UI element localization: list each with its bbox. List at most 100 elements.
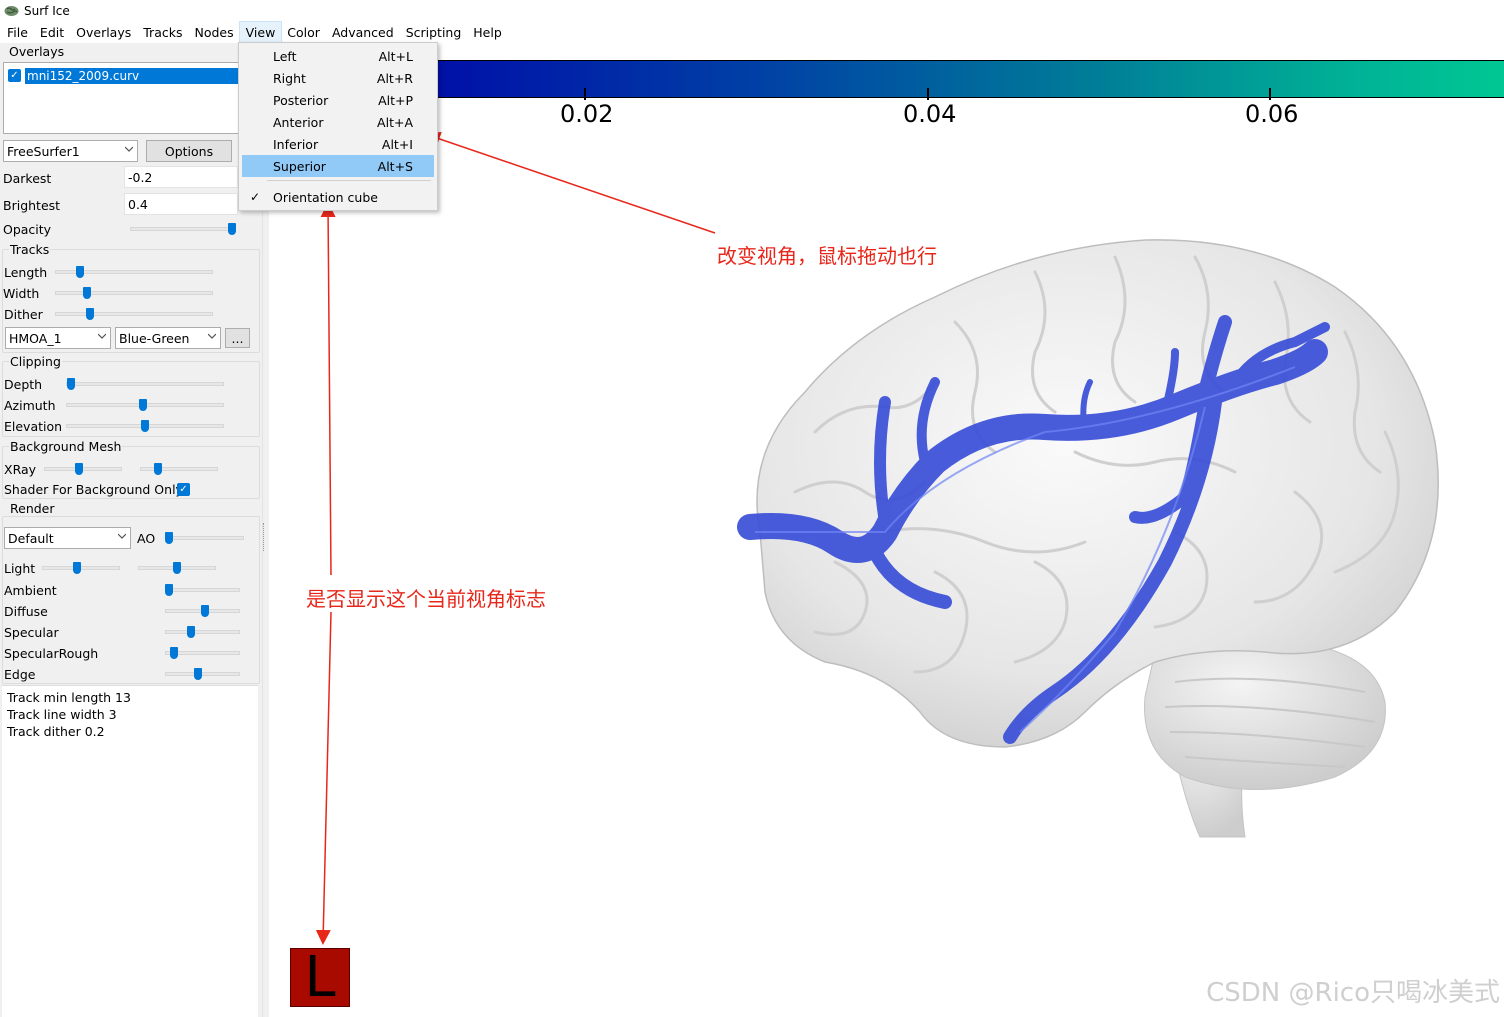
track-atlas-select[interactable]: HMOA_1 <box>5 327 111 349</box>
log-output[interactable]: Track min length 13 Track line width 3 T… <box>2 685 258 1017</box>
overlay-colormap-select[interactable]: FreeSurfer1 <box>3 140 138 162</box>
overlay-options-button[interactable]: Options <box>146 140 232 162</box>
light-label: Light <box>4 561 36 576</box>
clipping-group <box>2 361 260 437</box>
slider-thumb[interactable] <box>170 647 178 659</box>
slider-thumb[interactable] <box>73 562 82 574</box>
specular-rough-slider[interactable] <box>165 647 240 659</box>
background-mesh-group-label: Background Mesh <box>9 439 123 454</box>
brain-render-canvas[interactable] <box>735 232 1450 842</box>
slider-thumb[interactable] <box>85 308 94 320</box>
view-menu-anterior[interactable]: Anterior Alt+A <box>273 114 413 130</box>
elevation-slider[interactable] <box>66 420 224 432</box>
azimuth-label: Azimuth <box>4 398 56 413</box>
panel-splitter[interactable] <box>262 43 269 1017</box>
track-width-slider[interactable] <box>55 287 213 299</box>
colorbar-tick-label: 0.02 <box>560 100 614 128</box>
xray-slider-2[interactable] <box>140 463 218 475</box>
opacity-slider[interactable] <box>130 223 236 235</box>
menu-bar: File Edit Overlays Tracks Nodes View Col… <box>0 21 1504 44</box>
orientation-cube-letter: L <box>304 944 336 1010</box>
ao-slider[interactable] <box>165 532 244 544</box>
title-bar: Surf Ice <box>0 0 1504 22</box>
overlays-group-label: Overlays <box>9 44 65 59</box>
colorbar-tick-label: 0.06 <box>1245 100 1299 128</box>
render-shader-select[interactable]: Default <box>4 527 131 549</box>
overlay-list-item[interactable]: ✓ mni152_2009.curv <box>8 67 244 84</box>
colorbar-tick <box>1269 88 1271 100</box>
checkmark-icon: ✓ <box>250 190 261 204</box>
slider-thumb[interactable] <box>165 532 174 544</box>
darkest-label: Darkest <box>3 171 52 186</box>
slider-thumb[interactable] <box>139 399 148 411</box>
menu-file[interactable]: File <box>7 25 28 40</box>
colorbar <box>436 60 1504 98</box>
overlay-list[interactable]: ✓ mni152_2009.curv <box>3 62 244 134</box>
slider-thumb[interactable] <box>75 463 84 475</box>
depth-slider[interactable] <box>66 378 224 390</box>
specular-slider[interactable] <box>165 626 240 638</box>
slider-thumb[interactable] <box>173 562 181 574</box>
slider-thumb[interactable] <box>76 266 85 278</box>
view-menu-posterior[interactable]: Posterior Alt+P <box>273 92 413 108</box>
diffuse-slider[interactable] <box>165 605 240 617</box>
shader-background-label: Shader For Background Only <box>4 482 183 497</box>
edge-slider[interactable] <box>165 668 240 680</box>
slider-thumb[interactable] <box>187 626 196 638</box>
menu-nodes[interactable]: Nodes <box>194 25 234 40</box>
slider-thumb[interactable] <box>227 223 236 235</box>
window-title: Surf Ice <box>24 4 70 18</box>
xray-slider-1[interactable] <box>44 463 122 475</box>
slider-thumb[interactable] <box>66 378 75 390</box>
menu-tracks[interactable]: Tracks <box>143 25 183 40</box>
ambient-label: Ambient <box>4 583 57 598</box>
track-more-button[interactable]: ... <box>225 328 250 348</box>
menu-help[interactable]: Help <box>473 25 502 40</box>
menu-scripting[interactable]: Scripting <box>405 25 462 40</box>
view-menu-inferior[interactable]: Inferior Alt+I <box>273 136 413 152</box>
tracks-group <box>2 249 260 353</box>
specular-rough-label: SpecularRough <box>4 646 99 661</box>
colorbar-tick <box>584 88 586 100</box>
menu-advanced[interactable]: Advanced <box>331 25 394 40</box>
colorbar-tick-label: 0.04 <box>903 100 957 128</box>
track-length-slider[interactable] <box>55 266 213 278</box>
light-slider-2[interactable] <box>138 562 216 574</box>
track-color-select[interactable]: Blue-Green <box>115 327 221 349</box>
slider-thumb[interactable] <box>164 584 173 596</box>
view-menu-orientation-cube[interactable]: ✓ Orientation cube <box>250 189 378 205</box>
specular-label: Specular <box>4 625 59 640</box>
menu-edit[interactable]: Edit <box>39 25 65 40</box>
slider-thumb[interactable] <box>82 287 91 299</box>
menu-color[interactable]: Color <box>287 25 320 40</box>
brightest-input[interactable]: 0.4 <box>124 193 238 215</box>
slider-thumb[interactable] <box>194 668 202 680</box>
splitter-grip[interactable] <box>263 523 266 551</box>
clipping-group-label: Clipping <box>9 354 62 369</box>
opacity-label: Opacity <box>3 222 52 237</box>
chevron-down-icon <box>118 533 126 539</box>
ao-label: AO <box>137 531 156 546</box>
view-menu-right[interactable]: Right Alt+R <box>273 70 413 86</box>
darkest-input[interactable]: -0.2 <box>124 166 238 188</box>
ambient-slider[interactable] <box>164 584 240 596</box>
slider-thumb[interactable] <box>200 605 209 617</box>
render-group <box>2 516 260 684</box>
view-menu-superior[interactable]: Superior Alt+S <box>242 155 434 177</box>
light-slider-1[interactable] <box>42 562 120 574</box>
slider-thumb[interactable] <box>141 420 149 432</box>
watermark: CSDN @Rico只喝冰美式 <box>1206 978 1500 1008</box>
depth-label: Depth <box>4 377 43 392</box>
background-mesh-group <box>2 446 260 499</box>
track-dither-label: Dither <box>4 307 43 322</box>
menu-overlays[interactable]: Overlays <box>76 25 132 40</box>
azimuth-slider[interactable] <box>66 399 224 411</box>
overlay-checkbox[interactable]: ✓ <box>8 69 21 82</box>
track-dither-slider[interactable] <box>55 308 213 320</box>
view-menu-left[interactable]: Left Alt+L <box>273 48 413 64</box>
menu-view[interactable]: View <box>238 21 283 44</box>
slider-thumb[interactable] <box>153 463 162 475</box>
track-color-value: Blue-Green <box>119 330 190 346</box>
overlay-name: mni152_2009.curv <box>25 67 244 84</box>
shader-background-checkbox[interactable]: ✓ <box>177 483 190 496</box>
